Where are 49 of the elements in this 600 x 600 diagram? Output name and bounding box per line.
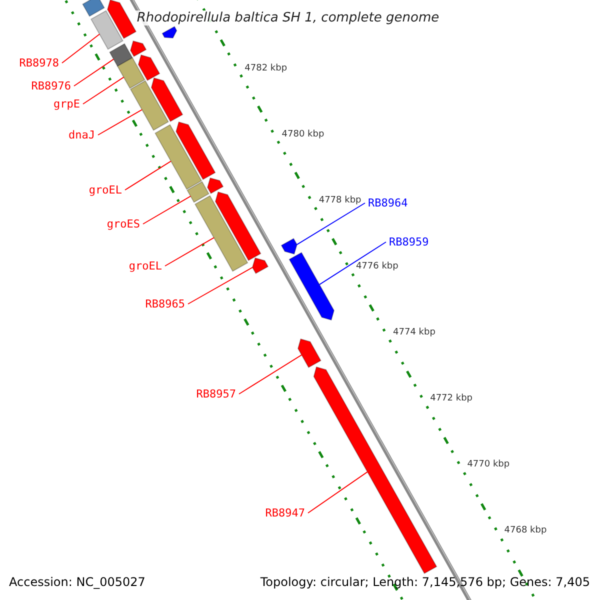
gene-bar bbox=[154, 124, 202, 190]
gene-bar bbox=[90, 10, 124, 50]
leader-line bbox=[318, 242, 386, 286]
gene-block bbox=[150, 77, 184, 122]
gene-block bbox=[138, 54, 160, 82]
gene-label: dnaJ bbox=[68, 130, 95, 140]
gene-label: grpE bbox=[54, 98, 80, 110]
gene-block bbox=[106, 0, 137, 40]
scale-label: 4778 kbp bbox=[318, 196, 362, 206]
leader-line bbox=[82, 76, 124, 104]
scale-label: 4774 kbp bbox=[393, 328, 436, 338]
leader-line bbox=[124, 160, 172, 190]
leader-line bbox=[62, 34, 100, 64]
accession-text: Accession: NC_005027 bbox=[9, 576, 146, 588]
leader-line bbox=[296, 202, 366, 246]
leader-line bbox=[164, 237, 214, 266]
leader-line bbox=[74, 58, 114, 86]
gene-label: RB8957 bbox=[196, 388, 236, 400]
gene-block bbox=[297, 338, 322, 368]
gene-label: RB8959 bbox=[389, 236, 429, 248]
gene-label: groEL bbox=[88, 184, 122, 196]
scale-label: 4768 kbp bbox=[504, 526, 547, 536]
gene-bar bbox=[82, 0, 105, 17]
leader-line bbox=[98, 109, 142, 136]
gene-bar bbox=[109, 43, 134, 67]
scale-label: 4770 kbp bbox=[467, 460, 510, 470]
gene-label: groES bbox=[106, 218, 140, 230]
gene-label: RB8964 bbox=[368, 198, 408, 208]
leader-line bbox=[188, 266, 253, 304]
gene-label: RB8978 bbox=[19, 58, 59, 68]
scale-label: 4780 kbp bbox=[282, 130, 324, 140]
gene-bar bbox=[194, 195, 248, 272]
scale-label: 4772 kbp bbox=[430, 394, 473, 404]
gene-block bbox=[280, 238, 298, 255]
gene-label: RB8976 bbox=[31, 80, 71, 92]
leader-line bbox=[238, 354, 302, 394]
gene-block bbox=[176, 121, 216, 180]
gene-bar bbox=[116, 57, 146, 89]
scale-label: 4782 kbp bbox=[244, 64, 288, 74]
scale-label: 4776 kbp bbox=[356, 262, 398, 272]
gene-label: RB8965 bbox=[145, 298, 185, 310]
gene-block bbox=[288, 252, 335, 321]
leader-line bbox=[142, 196, 192, 224]
gene-block bbox=[214, 191, 262, 262]
leader-line bbox=[308, 471, 368, 514]
gene-label: groEL bbox=[128, 260, 162, 272]
gene-block bbox=[252, 257, 269, 274]
gene-bar bbox=[130, 80, 169, 131]
gene-label: RB8947 bbox=[265, 508, 305, 518]
